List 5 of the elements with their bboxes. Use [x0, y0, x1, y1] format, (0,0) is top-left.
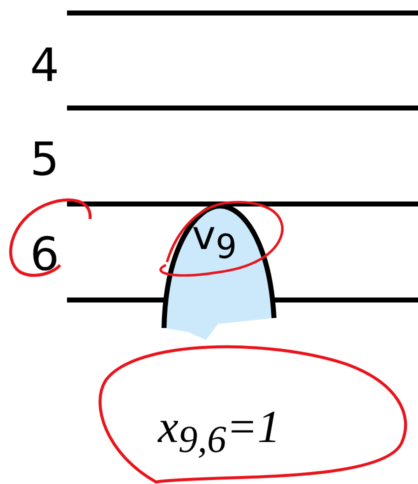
row-number: 4: [30, 42, 60, 88]
row-number: 6: [30, 231, 60, 277]
equation: x$_{9,6}$=1: [158, 404, 280, 460]
row-number: 5: [30, 136, 60, 182]
vertex-label: v$_{9}$: [192, 216, 237, 264]
